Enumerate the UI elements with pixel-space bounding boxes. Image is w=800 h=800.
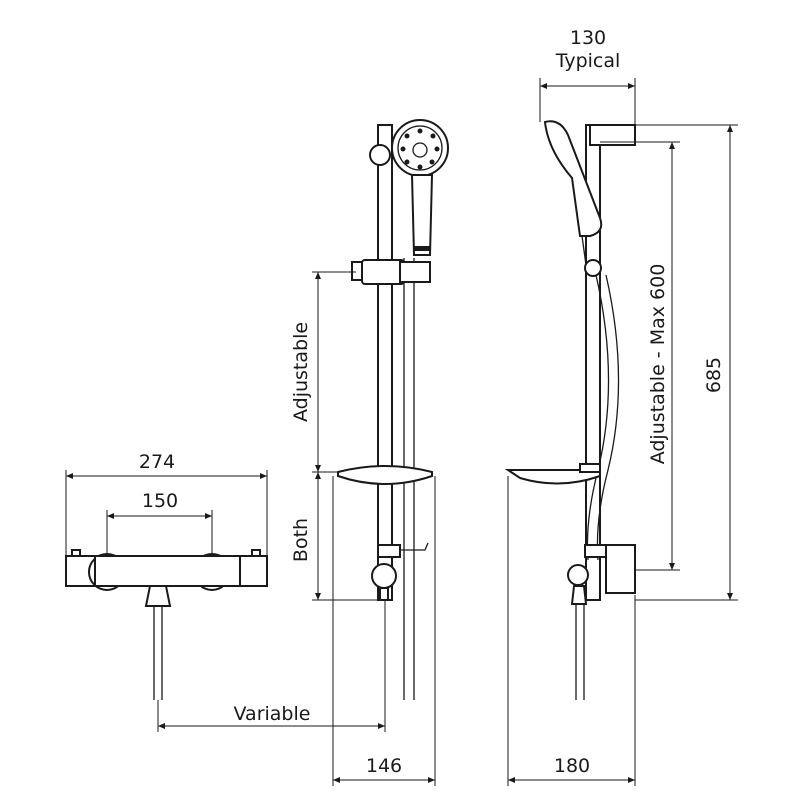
dimension-label: Adjustable - Max 600 — [647, 264, 669, 465]
dimension-valve-width: 274 — [65, 451, 268, 556]
dimension-head-projection: 130 Typical — [539, 27, 636, 125]
dimension-label: 274 — [139, 451, 175, 473]
dimension-label: 685 — [703, 357, 725, 393]
riser-rail-front-view — [337, 119, 449, 700]
dimension-label: 150 — [142, 490, 178, 512]
dimension-adjustable: Adjustable — [290, 271, 356, 473]
dimension-side-depth: 180 — [507, 476, 636, 786]
dimension-both: Both — [290, 472, 380, 601]
dimension-label: Variable — [234, 703, 311, 725]
dimension-label: 180 — [554, 755, 590, 777]
thermostatic-valve — [65, 549, 268, 700]
dimension-overall-height: 685 — [635, 124, 738, 601]
dimension-adjustable-max: Adjustable - Max 600 — [600, 141, 680, 571]
dimension-variable: Variable — [157, 600, 386, 732]
dimension-label: 130 — [570, 27, 606, 49]
dimension-label: 146 — [366, 755, 402, 777]
dimension-note: Typical — [555, 50, 621, 72]
dimension-front-depth: 146 — [332, 476, 436, 786]
dimension-label: Adjustable — [290, 322, 312, 422]
dimension-label: Both — [290, 518, 312, 562]
riser-rail-side-view — [504, 120, 636, 700]
dimension-valve-centres: 150 — [106, 490, 213, 554]
